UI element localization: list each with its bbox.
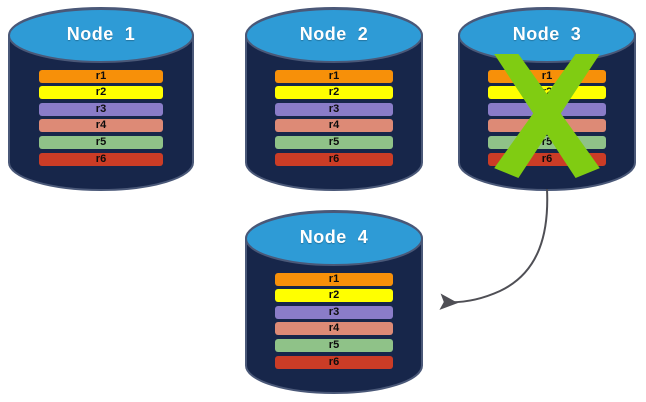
node-3-rows: r1 r2 r3 r4 r5 r6 <box>458 69 636 166</box>
node-1-rows: r1 r2 r3 r4 r5 r6 <box>8 69 194 166</box>
node-4-row-r5[interactable]: r5 <box>275 338 393 352</box>
node-1-row-r5[interactable]: r5 <box>39 135 163 149</box>
node-3-row-r5[interactable]: r5 <box>488 135 606 149</box>
node-1-row-r2[interactable]: r2 <box>39 86 163 100</box>
node-4-row-r3[interactable]: r3 <box>275 305 393 319</box>
node-2-row-r5[interactable]: r5 <box>275 135 393 149</box>
node-2-rows: r1 r2 r3 r4 r5 r6 <box>245 69 423 166</box>
node-4-row-r6[interactable]: r6 <box>275 355 393 369</box>
node-3-row-r3[interactable]: r3 <box>488 102 606 116</box>
node-1-row-r1[interactable]: r1 <box>39 69 163 83</box>
node-3-row-r2[interactable]: r2 <box>488 86 606 100</box>
node-2-row-r1[interactable]: r1 <box>275 69 393 83</box>
node-1-row-r4[interactable]: r4 <box>39 119 163 133</box>
node-2-top-disc <box>245 8 423 63</box>
node-2-row-r2[interactable]: r2 <box>275 86 393 100</box>
node-1-row-r3[interactable]: r3 <box>39 102 163 116</box>
node-3-row-r6[interactable]: r6 <box>488 152 606 166</box>
node-3-top-disc <box>458 8 636 63</box>
node-4-row-r2[interactable]: r2 <box>275 289 393 303</box>
node-3-row-r1[interactable]: r1 <box>488 69 606 83</box>
node-2-row-r6[interactable]: r6 <box>275 152 393 166</box>
node-4-top-disc <box>245 211 423 266</box>
node-2-row-r4[interactable]: r4 <box>275 119 393 133</box>
node-1-row-r6[interactable]: r6 <box>39 152 163 166</box>
node-1-top-disc <box>8 8 194 63</box>
node-4-row-r4[interactable]: r4 <box>275 322 393 336</box>
node-4-rows: r1 r2 r3 r4 r5 r6 <box>245 272 423 369</box>
node-2-row-r3[interactable]: r3 <box>275 102 393 116</box>
node-3-row-r4[interactable]: r4 <box>488 119 606 133</box>
node-4-row-r1[interactable]: r1 <box>275 272 393 286</box>
